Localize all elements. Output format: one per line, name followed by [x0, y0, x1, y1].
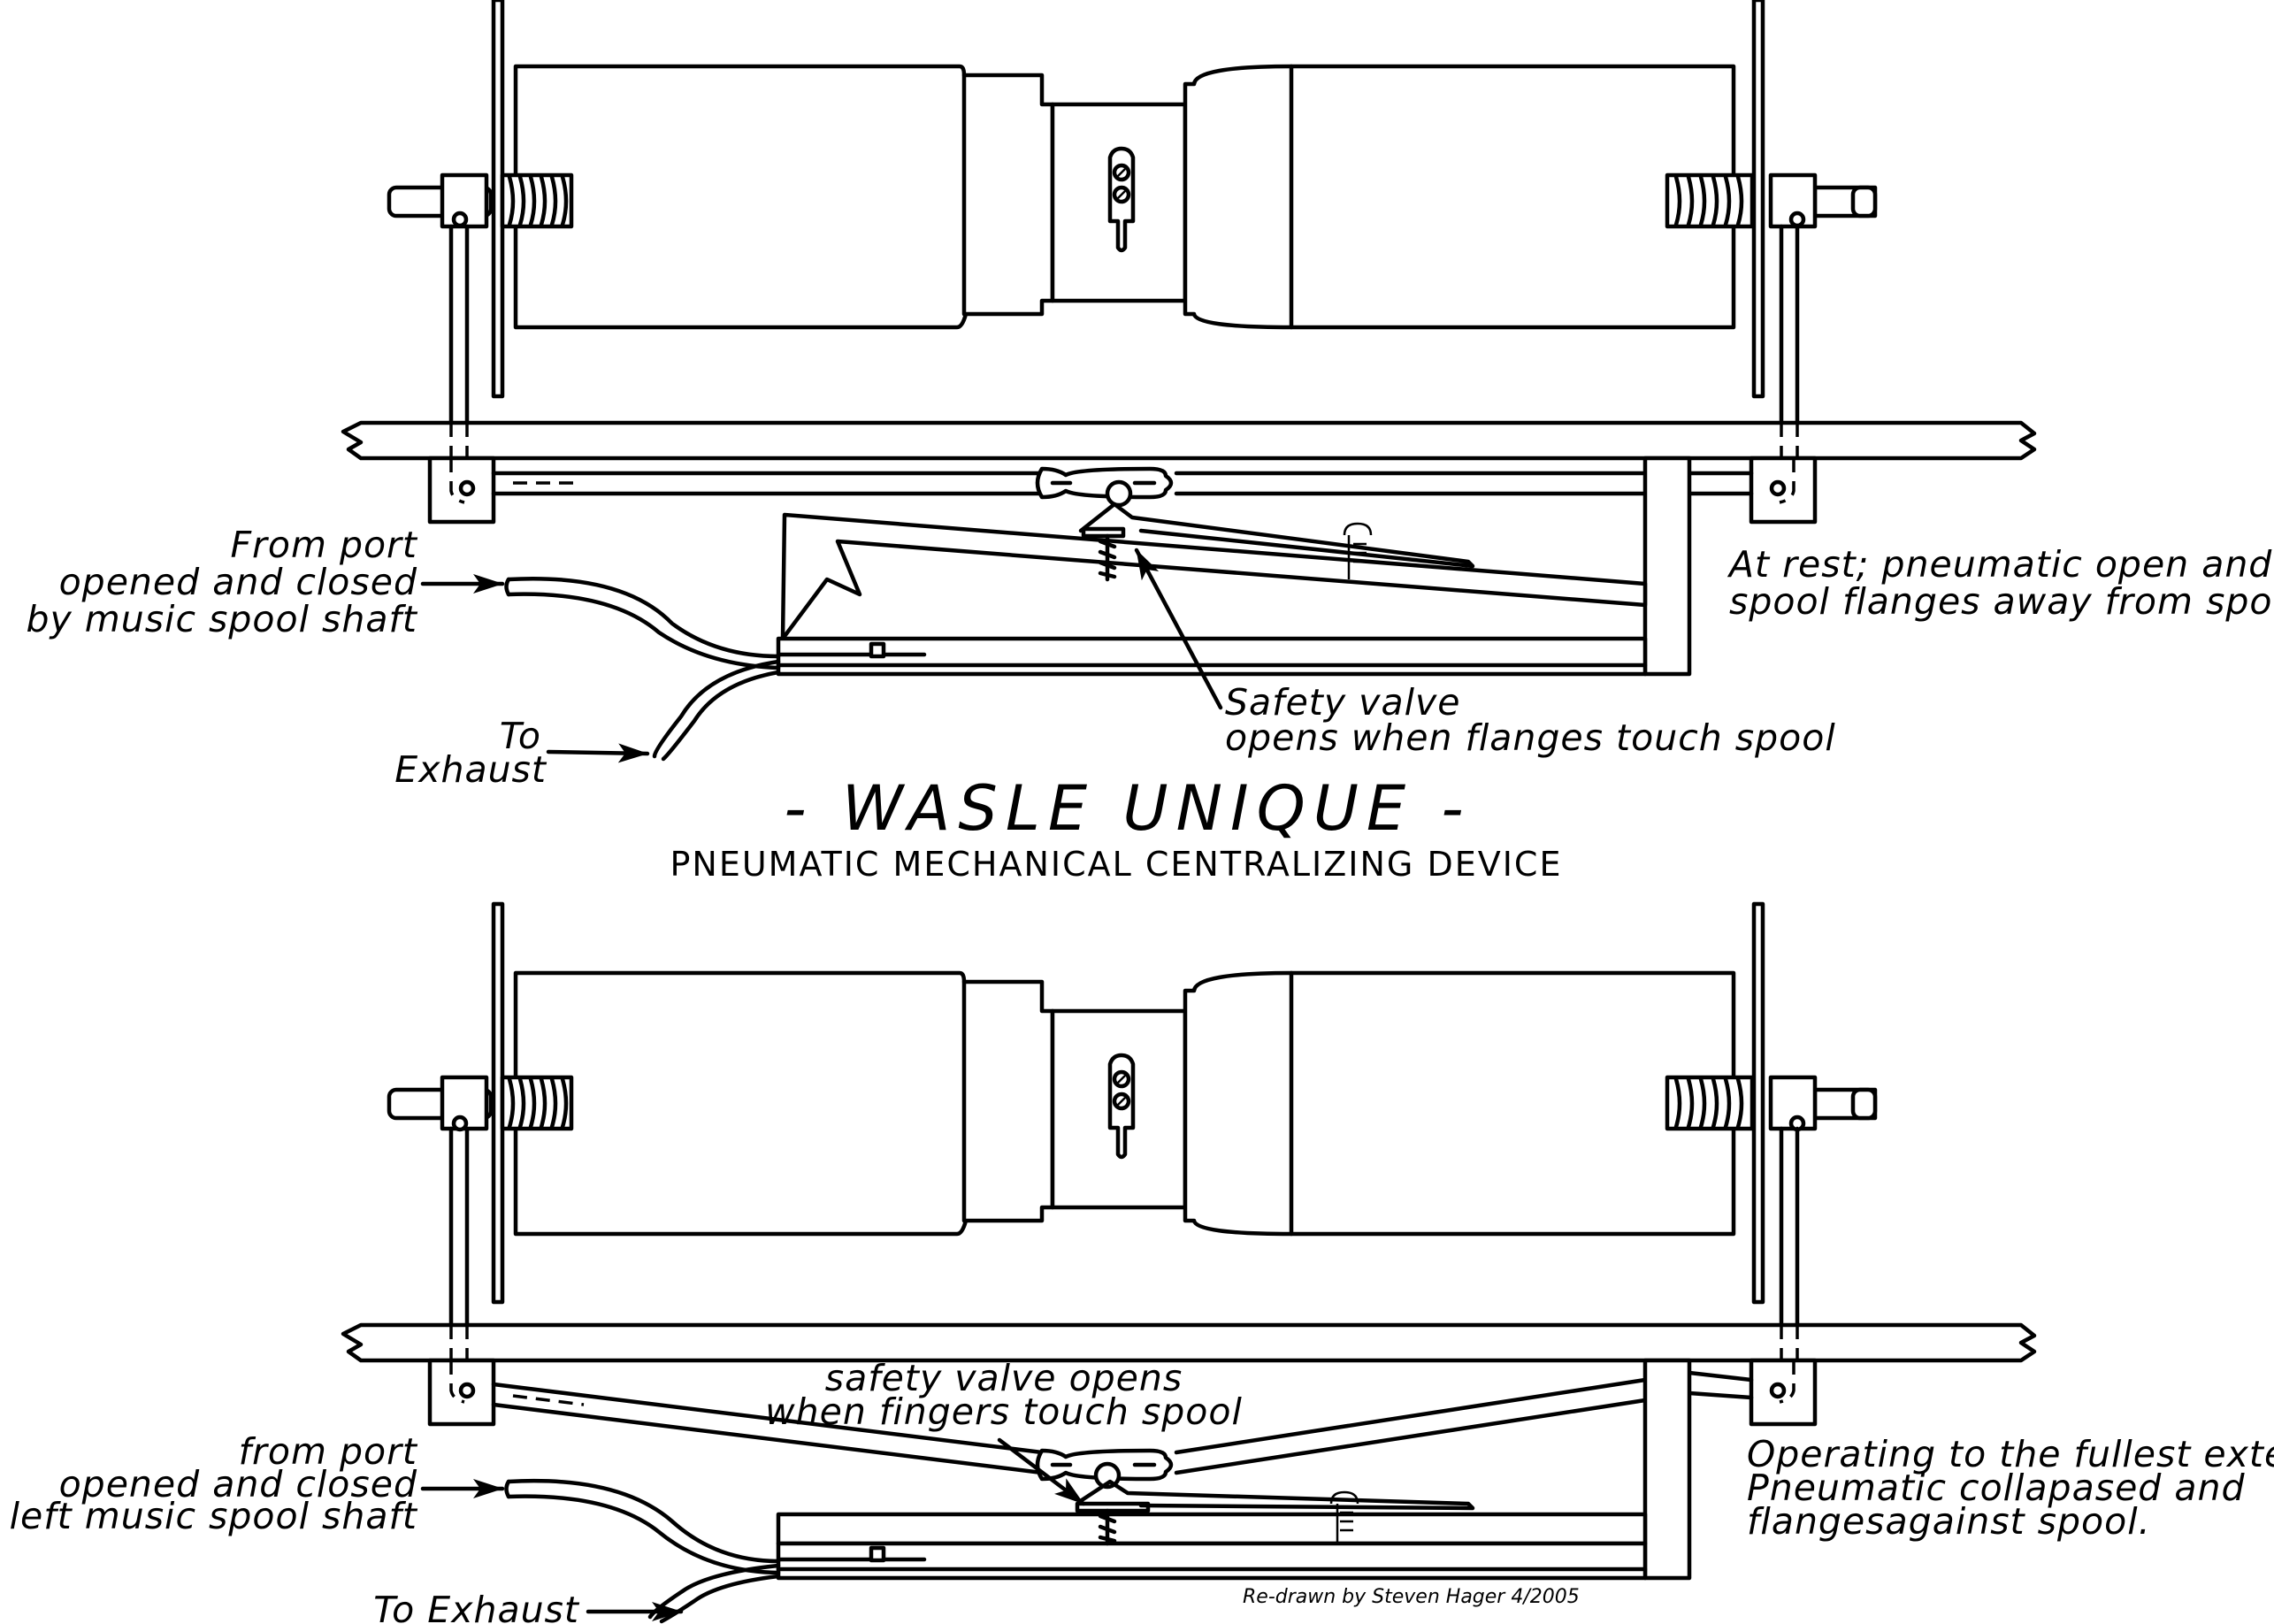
left-collar: [440, 172, 489, 229]
bottom-exhaust-label: To Exhaust: [373, 1589, 580, 1624]
top-view: [341, 0, 2037, 763]
music-spool-b: [513, 970, 1055, 1237]
right-flange: [1751, 0, 1765, 399]
left-spring: [500, 172, 574, 229]
top-exhaust-label-line1: To: [500, 715, 541, 757]
top-safety-label-line2: opens when flanges touch spool: [1225, 716, 1836, 759]
diagram-subtitle: PNEUMATIC MECHANICAL CENTRALIZING DEVICE: [670, 845, 1563, 884]
bottom-state-label-line1: Operating to the fullest extent.: [1747, 1433, 2274, 1475]
linkage-rods-b: [491, 1370, 1754, 1490]
top-port-label-line2: opened and closed: [59, 561, 417, 603]
left-spring-b: [500, 1075, 574, 1131]
spool-frame-board-b: [341, 1322, 2037, 1363]
linkage-rods: [491, 466, 1754, 508]
spool-frame-board: [341, 420, 2037, 461]
top-exhaust-label-line2: Exhaust: [394, 748, 547, 791]
top-port-label-line1: From port: [230, 524, 417, 566]
music-spool: [513, 64, 1055, 330]
pneumatic-collapsed: [776, 1479, 1648, 1581]
right-spring: [1665, 172, 1755, 229]
bottom-port-label-line1: from port: [239, 1430, 418, 1473]
diagram-title: - WASLE UNIQUE -: [784, 772, 1471, 845]
stop-block: [1642, 456, 1692, 677]
top-state-label-line1: At rest; pneumatic open and: [1727, 543, 2272, 586]
spool-clip-b: [1107, 1053, 1136, 1160]
pneumatic-open: [776, 502, 1648, 677]
port-tube-b: [506, 1478, 781, 1564]
bottom-state-label-line2: Pneumatic collapased and: [1747, 1467, 2246, 1509]
bottom-view: [341, 901, 2037, 1624]
spool-clip: [1107, 146, 1136, 253]
stop-block-b: [1642, 1358, 1692, 1581]
bottom-port-label-line2: opened and closed: [59, 1463, 417, 1505]
bottom-safety-label-line2: when fingers touch spool: [765, 1390, 1243, 1433]
top-safety-label-line1: Safety valve: [1225, 681, 1460, 724]
top-state-label-line2: spool flanges away from spool: [1729, 580, 2274, 623]
exhaust-tube: [652, 659, 781, 759]
bottom-safety-label-line1: safety valve opens: [825, 1357, 1183, 1399]
bottom-state-label-line3: flangesagainst spool.: [1747, 1500, 2151, 1543]
top-port-label-line3: by music spool shaft: [26, 598, 417, 640]
port-tube: [506, 577, 781, 659]
bottom-port-label-line3: by left music spool shaft: [0, 1495, 418, 1537]
credit-line: Re-drawn by Steven Hager 4/2005: [1243, 1586, 1580, 1608]
right-flange-b: [1751, 901, 1765, 1305]
right-spring-b: [1665, 1075, 1755, 1131]
